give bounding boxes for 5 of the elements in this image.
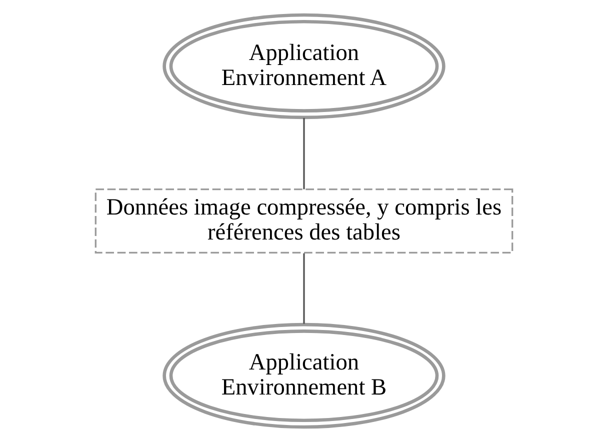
node-ellipse: Application Environnement A [162, 13, 446, 120]
connector [303, 253, 305, 324]
connector [303, 118, 305, 190]
node-ellipse: Application Environnement B [162, 322, 446, 429]
node-box: Données image compressée, y compris les références des tables [94, 188, 514, 254]
